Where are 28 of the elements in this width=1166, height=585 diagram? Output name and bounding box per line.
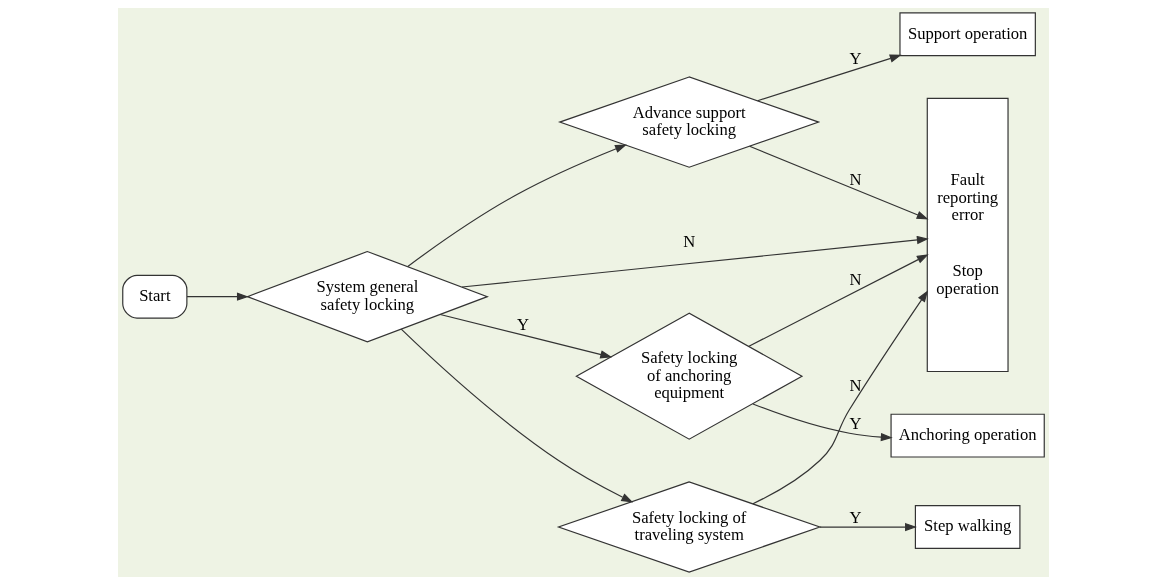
node-diamond: System general safety locking [245, 250, 489, 343]
node-box: Anchoring operation [889, 413, 1045, 458]
node-box: Start [121, 274, 187, 319]
edge-label: N [848, 375, 861, 395]
edge-label: Y [516, 315, 529, 335]
node-box: Fault reporting error Stop operation [926, 97, 1009, 373]
node-diamond: Safety locking of anchoring equipment [574, 312, 803, 440]
arrow [185, 292, 249, 301]
edge-label: Y [848, 49, 861, 69]
arrow [406, 144, 627, 267]
arrow [747, 254, 929, 347]
node-diamond: Safety locking of traveling system [556, 481, 822, 573]
arrow [460, 235, 929, 288]
edge-label: N [682, 232, 695, 252]
node-diamond: Advance support safety locking [557, 76, 820, 168]
arrow [400, 328, 633, 503]
edge-label: Y [848, 507, 861, 527]
arrow [748, 145, 929, 220]
edge-label: N [848, 170, 861, 190]
node-box: Step walking [914, 505, 1020, 549]
arrow [751, 403, 893, 442]
node-box: Support operation [898, 12, 1036, 57]
arrow [751, 290, 928, 505]
arrow [439, 313, 612, 359]
edge-label: Y [848, 413, 861, 433]
arrow [756, 54, 902, 102]
arrow [818, 522, 917, 532]
edge-label: N [848, 270, 861, 290]
